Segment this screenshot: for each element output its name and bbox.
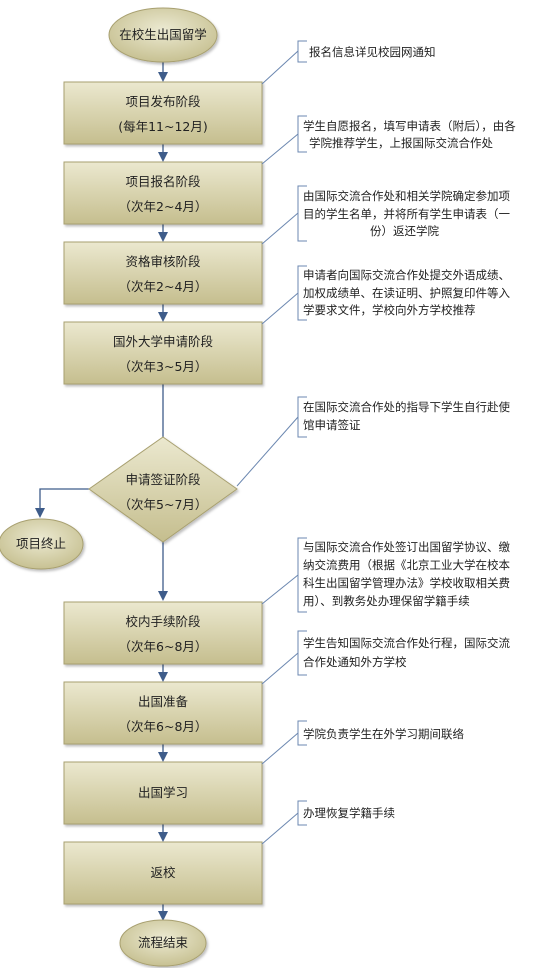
note-6-line-2: 纳交流费用（根据《北京工业大学在校本 <box>303 558 510 572</box>
note-7-line-1: 学生告知国际交流合作处行程，国际交流 <box>303 636 510 650</box>
note-5-line-2: 馆申请签证 <box>303 418 361 432</box>
flow-arrows <box>35 62 168 921</box>
start-node: 在校生出国留学 <box>108 7 218 63</box>
decision-period: （次年5~7月） <box>119 497 208 512</box>
note-2-line-2: 学院推荐学生，上报国际交流合作处 <box>309 136 493 150</box>
stage-box-8: 返校 <box>63 841 263 905</box>
note-3-line-2: 目的学生名单，并将所有学生申请表（一 <box>303 207 510 221</box>
note-2-line-1: 学生自愿报名，填写申请表（附后），由各 <box>303 119 516 133</box>
note-6-line-1: 与国际交流合作处签订出国留学协议、缴 <box>303 540 510 554</box>
stage-period: (每年11~12月) <box>118 119 208 134</box>
note-connectors <box>236 40 307 845</box>
stage-title: 项目发布阶段 <box>125 94 200 109</box>
note-6-line-4: 用）、到教务处办理保留学籍手续 <box>303 594 470 608</box>
note-6-line-3: 科生出国留学管理办法》学校收取相关费 <box>303 576 510 590</box>
stage-period: （次年3~5月） <box>119 359 208 374</box>
note-texts: 报名信息详见校园网通知 学生自愿报名，填写申请表（附后），由各 学院推荐学生，上… <box>303 45 516 820</box>
note-3-line-1: 由国际交流合作处和相关学院确定参加项 <box>303 189 510 203</box>
arrow-visa-to-terminate <box>35 488 89 518</box>
stage-box-6: 出国准备 （次年6~8月） <box>63 681 263 745</box>
note-4-line-2: 加权成绩单、在读证明、护照复印件等入 <box>303 286 510 300</box>
note-3-line-3: 份）返还学院 <box>370 224 439 238</box>
stage-period: （次年6~8月） <box>119 639 208 654</box>
decision-title: 申请签证阶段 <box>125 472 200 487</box>
stage-box-5: 校内手续阶段 （次年6~8月） <box>63 601 263 665</box>
stage-box-3: 资格审核阶段 （次年2~4月） <box>63 241 263 305</box>
note-9-line-1: 办理恢复学籍手续 <box>303 806 395 820</box>
stage-period: （次年6~8月） <box>119 719 208 734</box>
stage-title: 出国准备 <box>138 694 189 709</box>
end-node: 流程结束 <box>119 919 207 967</box>
note-4-line-1: 申请者向国际交流合作处提交外语成绩、 <box>303 268 510 282</box>
terminate-label: 项目终止 <box>16 536 66 551</box>
stage-box-2: 项目报名阶段 （次年2~4月） <box>63 161 263 225</box>
stage-box-1: 项目发布阶段 (每年11~12月) <box>63 81 263 145</box>
terminate-node: 项目终止 <box>0 518 84 570</box>
stage-box-7: 出国学习 <box>63 761 263 825</box>
start-label: 在校生出国留学 <box>119 27 207 42</box>
note-7-line-2: 合作处通知外方学校 <box>303 655 407 669</box>
stage-title: 出国学习 <box>138 785 188 800</box>
note-8-line-1: 学院负责学生在外学习期间联络 <box>303 727 464 741</box>
stage-title: 校内手续阶段 <box>125 614 200 629</box>
note-5-line-1: 在国际交流合作处的指导下学生自行赴使 <box>303 400 510 414</box>
stage-period: （次年2~4月） <box>119 199 208 214</box>
stage-title: 资格审核阶段 <box>125 254 200 269</box>
note-1-line-1: 报名信息详见校园网通知 <box>309 45 436 59</box>
stage-title: 国外大学申请阶段 <box>113 334 213 349</box>
stage-title: 项目报名阶段 <box>125 174 200 189</box>
end-label: 流程结束 <box>138 935 189 950</box>
decision-visa: 申请签证阶段 （次年5~7月） <box>88 436 238 543</box>
stage-title: 返校 <box>150 865 176 880</box>
note-4-line-3: 学要求文件，学校向外方学校推荐 <box>303 303 476 317</box>
stage-box-4: 国外大学申请阶段 （次年3~5月） <box>63 321 263 385</box>
stage-period: （次年2~4月） <box>119 279 208 294</box>
